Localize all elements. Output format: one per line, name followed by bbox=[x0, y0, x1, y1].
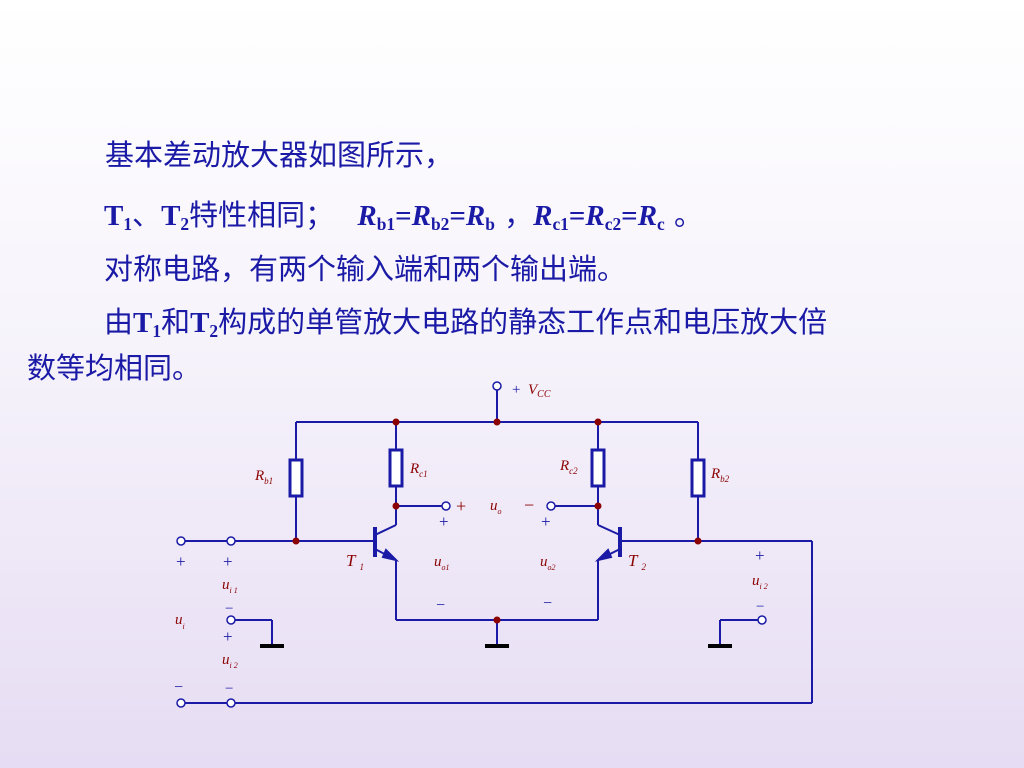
ui1-label: ui 1 bbox=[222, 577, 238, 595]
text-line-3: 对称电路，有两个输入端和两个输出端。 bbox=[104, 252, 627, 286]
rc2-resistor bbox=[590, 448, 606, 488]
rb2-label: Rb2 bbox=[710, 466, 730, 484]
uo2-plus: + bbox=[541, 512, 551, 531]
uo-label: uo bbox=[490, 498, 502, 516]
equals: = bbox=[621, 200, 638, 232]
uo-plus: + bbox=[456, 496, 466, 516]
uo2-minus: − bbox=[543, 595, 552, 612]
line4-body: 构成的单管放大电路的静态工作点和电压放大倍 bbox=[218, 305, 828, 339]
line4-prefix: 由 bbox=[104, 305, 134, 339]
ui2-plus-right: + bbox=[755, 546, 765, 565]
wires bbox=[181, 390, 813, 704]
rc1-resistor bbox=[388, 448, 404, 488]
ui2-label-right: ui 2 bbox=[752, 573, 768, 591]
equals: = bbox=[449, 200, 466, 232]
junction-dots bbox=[292, 418, 702, 624]
t1-subscript: 1 bbox=[123, 214, 133, 235]
comma: ， bbox=[504, 198, 534, 232]
text-line-4: 由T1和T2构成的单管放大电路的静态工作点和电压放大倍 bbox=[104, 308, 827, 341]
same-characteristics: 特性相同； bbox=[189, 198, 335, 232]
text-line-1: 基本差动放大器如图所示， bbox=[105, 138, 454, 172]
transistor-t2 bbox=[594, 524, 622, 562]
rc1-symbol: R bbox=[533, 200, 553, 232]
t1-symbol: T bbox=[133, 307, 153, 339]
rb1-subscript: b1 bbox=[376, 214, 396, 235]
rc-symbol: R bbox=[637, 200, 658, 232]
uo1-plus: + bbox=[439, 512, 449, 531]
separator: 、 bbox=[132, 198, 162, 232]
rb2-subscript: b2 bbox=[430, 214, 450, 235]
uo-minus: − bbox=[524, 495, 534, 515]
rc2-symbol: R bbox=[585, 200, 605, 232]
rb2-symbol: R bbox=[411, 200, 431, 232]
terminals bbox=[176, 381, 767, 708]
rc1-label: Rc1 bbox=[409, 461, 428, 479]
rc2-subscript: c2 bbox=[604, 214, 622, 235]
and-word: 和 bbox=[161, 305, 191, 339]
t2-symbol: T bbox=[161, 200, 181, 232]
t2-subscript: 2 bbox=[209, 321, 219, 342]
rb2-resistor bbox=[690, 458, 706, 498]
ui-minus: − bbox=[174, 679, 183, 696]
rc-subscript: c bbox=[657, 214, 665, 235]
uo1-label: uo1 bbox=[434, 554, 450, 572]
t1-symbol: T bbox=[104, 200, 124, 232]
ui2-minus-left: − bbox=[225, 681, 233, 697]
ui1-minus: − bbox=[225, 601, 233, 617]
uo1-minus: − bbox=[436, 597, 445, 614]
rc1-subscript: c1 bbox=[552, 214, 569, 235]
period: 。 bbox=[673, 198, 703, 232]
t2-symbol: T bbox=[190, 307, 210, 339]
text-line-2: T1、T2特性相同； Rb1=Rb2=Rb ，Rc1=Rc2=Rc 。 bbox=[104, 201, 703, 234]
t1-subscript: 1 bbox=[152, 321, 162, 342]
equals: = bbox=[395, 200, 412, 232]
rb1-symbol: R bbox=[357, 200, 377, 232]
ui-label: ui bbox=[175, 612, 185, 631]
vcc-label: VCC bbox=[528, 382, 551, 400]
t2-subscript: 2 bbox=[180, 214, 190, 235]
transistor-t1 bbox=[373, 524, 400, 562]
rb-symbol: R bbox=[465, 200, 486, 232]
ui-plus: + bbox=[176, 552, 186, 571]
resistors bbox=[288, 448, 706, 498]
text-line-5: 数等均相同。 bbox=[27, 351, 202, 385]
rb1-label: Rb1 bbox=[254, 468, 273, 486]
ui2-label-left: ui 2 bbox=[222, 652, 238, 670]
rb-subscript: b bbox=[485, 214, 495, 235]
rc2-label: Rc2 bbox=[559, 458, 578, 476]
ui1-plus: + bbox=[223, 552, 233, 571]
ui2-plus-left: + bbox=[223, 627, 233, 646]
uo2-label: uo2 bbox=[540, 554, 556, 572]
ui2-minus-right: − bbox=[756, 599, 764, 615]
rb1-resistor bbox=[288, 458, 304, 498]
equals: = bbox=[568, 200, 586, 232]
vcc-plus: + bbox=[512, 382, 520, 398]
